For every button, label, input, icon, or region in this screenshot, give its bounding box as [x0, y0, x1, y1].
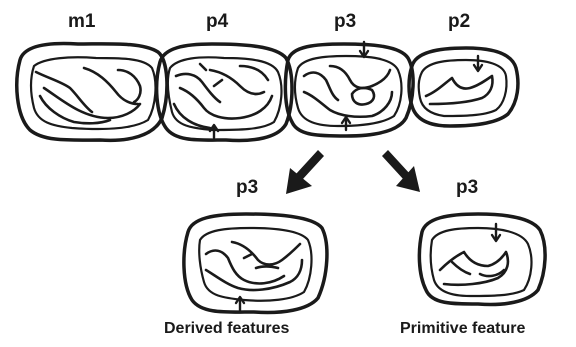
caption-primitive-feature: Primitive feature [400, 321, 525, 337]
tooth-p4-outline [157, 44, 292, 140]
arrow-p3-bottom [342, 117, 350, 130]
tooth-p2-outline [409, 48, 518, 126]
arrow-p4-cusp [210, 125, 218, 138]
tooth-row [17, 42, 518, 140]
tooth-primitive-p3-outline [419, 214, 545, 304]
arrow-to-derived [286, 150, 324, 194]
label-p2: p2 [448, 12, 470, 31]
label-p4: p4 [206, 12, 228, 31]
tooth-m1-outline [17, 44, 167, 141]
label-p3: p3 [334, 12, 356, 31]
arrow-primitive-cusp [492, 224, 500, 241]
arrow-p2 [474, 56, 482, 71]
tooth-derived-p3-outline [184, 214, 327, 312]
label-m1: m1 [68, 12, 95, 31]
arrow-derived-cusp [236, 297, 244, 312]
label-primitive-p3: p3 [456, 178, 478, 197]
caption-derived-features: Derived features [164, 321, 289, 337]
arrow-to-primitive [382, 150, 420, 192]
label-derived-p3: p3 [236, 178, 258, 197]
